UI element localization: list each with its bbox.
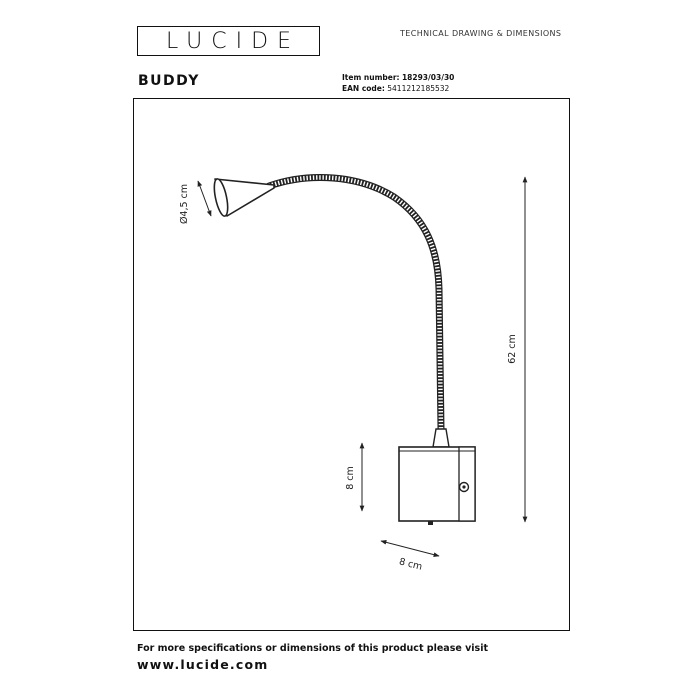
gooseneck-arm-ribbing <box>268 175 444 430</box>
cable-outlet <box>428 521 433 525</box>
switch-knob-center <box>462 485 466 489</box>
footer-info-text: For more specifications or dimensions of… <box>137 643 489 654</box>
ean-code-value: 5411212185532 <box>387 84 450 93</box>
item-number-value: 18293/03/30 <box>401 73 455 82</box>
ean-code-row: EAN code: 5411212185532 <box>342 83 454 94</box>
item-number-label: Item number: <box>342 73 400 82</box>
base-width-dim-line <box>380 540 440 557</box>
base-height-label: 8 cm <box>345 466 356 490</box>
logo-text: LUCIDE <box>166 28 300 54</box>
lamp-head-opening <box>213 178 229 217</box>
item-number-row: Item number: 18293/03/30 <box>342 72 454 83</box>
product-codes: Item number: 18293/03/30 EAN code: 54112… <box>342 72 454 94</box>
total-height-label: 62 cm <box>507 334 518 364</box>
website-link[interactable]: www.lucide.com <box>137 657 269 672</box>
arm-joint <box>432 428 450 448</box>
ean-code-label: EAN code: <box>342 84 385 93</box>
lucide-logo: LUCIDE <box>137 26 320 56</box>
technical-drawing: Ø4,5 cm 62 cm 8 cm 8 cm <box>179 173 528 573</box>
document-type-label: TECHNICAL DRAWING & DIMENSIONS <box>400 29 562 38</box>
head-diameter-label: Ø4,5 cm <box>179 184 190 224</box>
product-name: BUDDY <box>138 73 200 89</box>
head-diameter-dim-line <box>197 180 212 217</box>
technical-drawing-frame: Ø4,5 cm 62 cm 8 cm 8 cm <box>133 98 570 631</box>
base-width-label: 8 cm <box>398 556 424 572</box>
